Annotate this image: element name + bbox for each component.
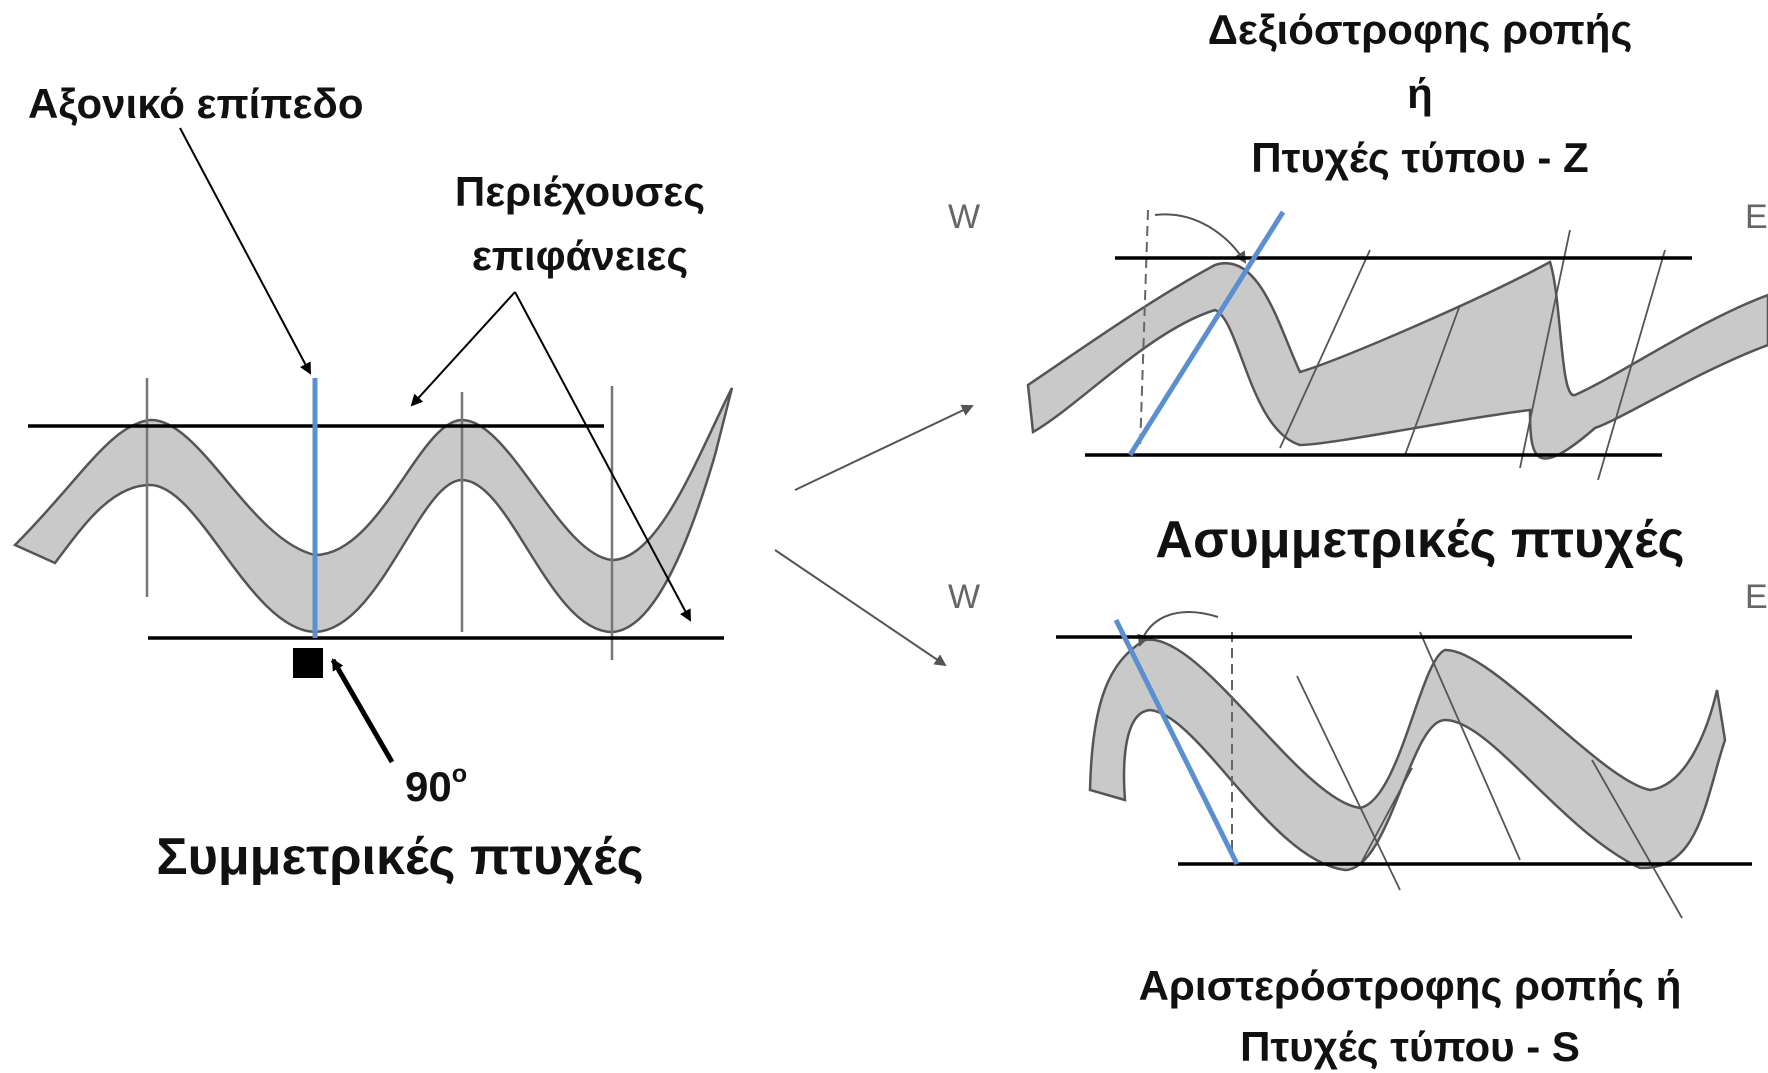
s-hinge-3 — [1591, 759, 1683, 919]
symmetric-folds-title: Συμμετρικές πτυχές — [156, 828, 644, 886]
sinistral-label-line2: Πτυχές τύπου - S — [1240, 1023, 1580, 1070]
enveloping-arrow-lower — [514, 291, 691, 622]
dextral-label-line2: ή — [1407, 70, 1433, 117]
angle-arrow — [330, 658, 395, 764]
z-fold-layer — [1026, 260, 1768, 460]
s-hinge-2 — [1419, 631, 1521, 861]
angle-value: 90 — [405, 762, 452, 810]
z-hinge-2 — [1519, 229, 1571, 469]
s-axial-plane-line — [1113, 618, 1240, 866]
s-fold-layer — [1088, 638, 1727, 872]
enveloping-surfaces-label-line1: Περιέχουσες — [454, 168, 706, 215]
s-hinge-4 — [1359, 767, 1413, 866]
s-fold-panel — [1056, 611, 1752, 919]
z-hinge-1 — [1279, 249, 1371, 449]
axial-plane-label: Αξονικό επίπεδο — [28, 80, 364, 127]
z-axial-plane-line — [1127, 210, 1286, 457]
sinistral-label-line1: Αριστερόστροφης ροπής ή — [1138, 962, 1682, 1009]
arrow-to-s-fold — [774, 549, 947, 667]
z-dashed-reference — [1139, 209, 1149, 451]
z-rotation-arrow — [1154, 213, 1247, 264]
angle-label: 90o — [405, 746, 467, 815]
compass-east-top: E — [1745, 198, 1768, 236]
symmetric-fold-layer — [12, 387, 734, 634]
dextral-label-line3: Πτυχές τύπου - Z — [1251, 134, 1589, 181]
enveloping-arrow-upper — [410, 291, 516, 407]
right-angle-marker — [293, 648, 323, 678]
s-hinge-1 — [1296, 675, 1401, 891]
dextral-label-line1: Δεξιόστροφης ροπής — [1207, 6, 1633, 53]
z-hinge-3 — [1597, 249, 1666, 481]
z-fold-panel — [1026, 209, 1768, 481]
symmetric-fold-panel — [12, 127, 734, 764]
z-hinge-4 — [1404, 304, 1461, 456]
compass-east-bottom: E — [1745, 578, 1768, 616]
axial-plane-arrow — [179, 127, 311, 375]
asymmetric-folds-title: Ασυμμετρικές πτυχές — [1155, 511, 1685, 569]
arrow-to-z-fold — [794, 404, 974, 491]
angle-unit: o — [451, 760, 468, 788]
compass-west-top: W — [948, 198, 981, 236]
enveloping-surfaces-label-line2: επιφάνειες — [471, 232, 689, 279]
compass-west-bottom: W — [948, 578, 981, 616]
